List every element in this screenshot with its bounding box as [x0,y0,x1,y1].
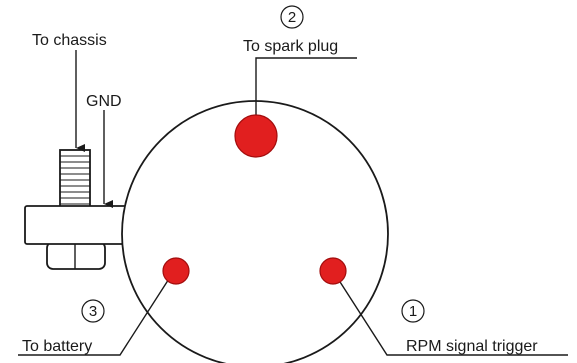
marker-3-number: 3 [89,303,97,320]
marker-1: 1 [401,299,425,323]
marker-2-number: 2 [288,9,296,26]
coil-body [121,100,389,363]
spark-plug-leader [255,57,357,116]
battery-label: To battery [22,338,92,355]
ground-stud [24,149,131,270]
spark-plug-label: To spark plug [243,38,338,55]
battery-leader [18,270,175,356]
chassis-label: To chassis [32,32,107,49]
stud-thread [60,155,90,205]
gnd-label: GND [86,93,122,110]
spark-plug-terminal [234,114,278,158]
battery-terminal [162,257,190,285]
rpm-trigger-label: RPM signal trigger [406,338,538,355]
rpm-trigger-leader [332,270,568,356]
marker-3: 3 [81,299,105,323]
marker-2: 2 [280,5,304,29]
marker-1-number: 1 [409,303,417,320]
rpm-trigger-terminal [319,257,347,285]
